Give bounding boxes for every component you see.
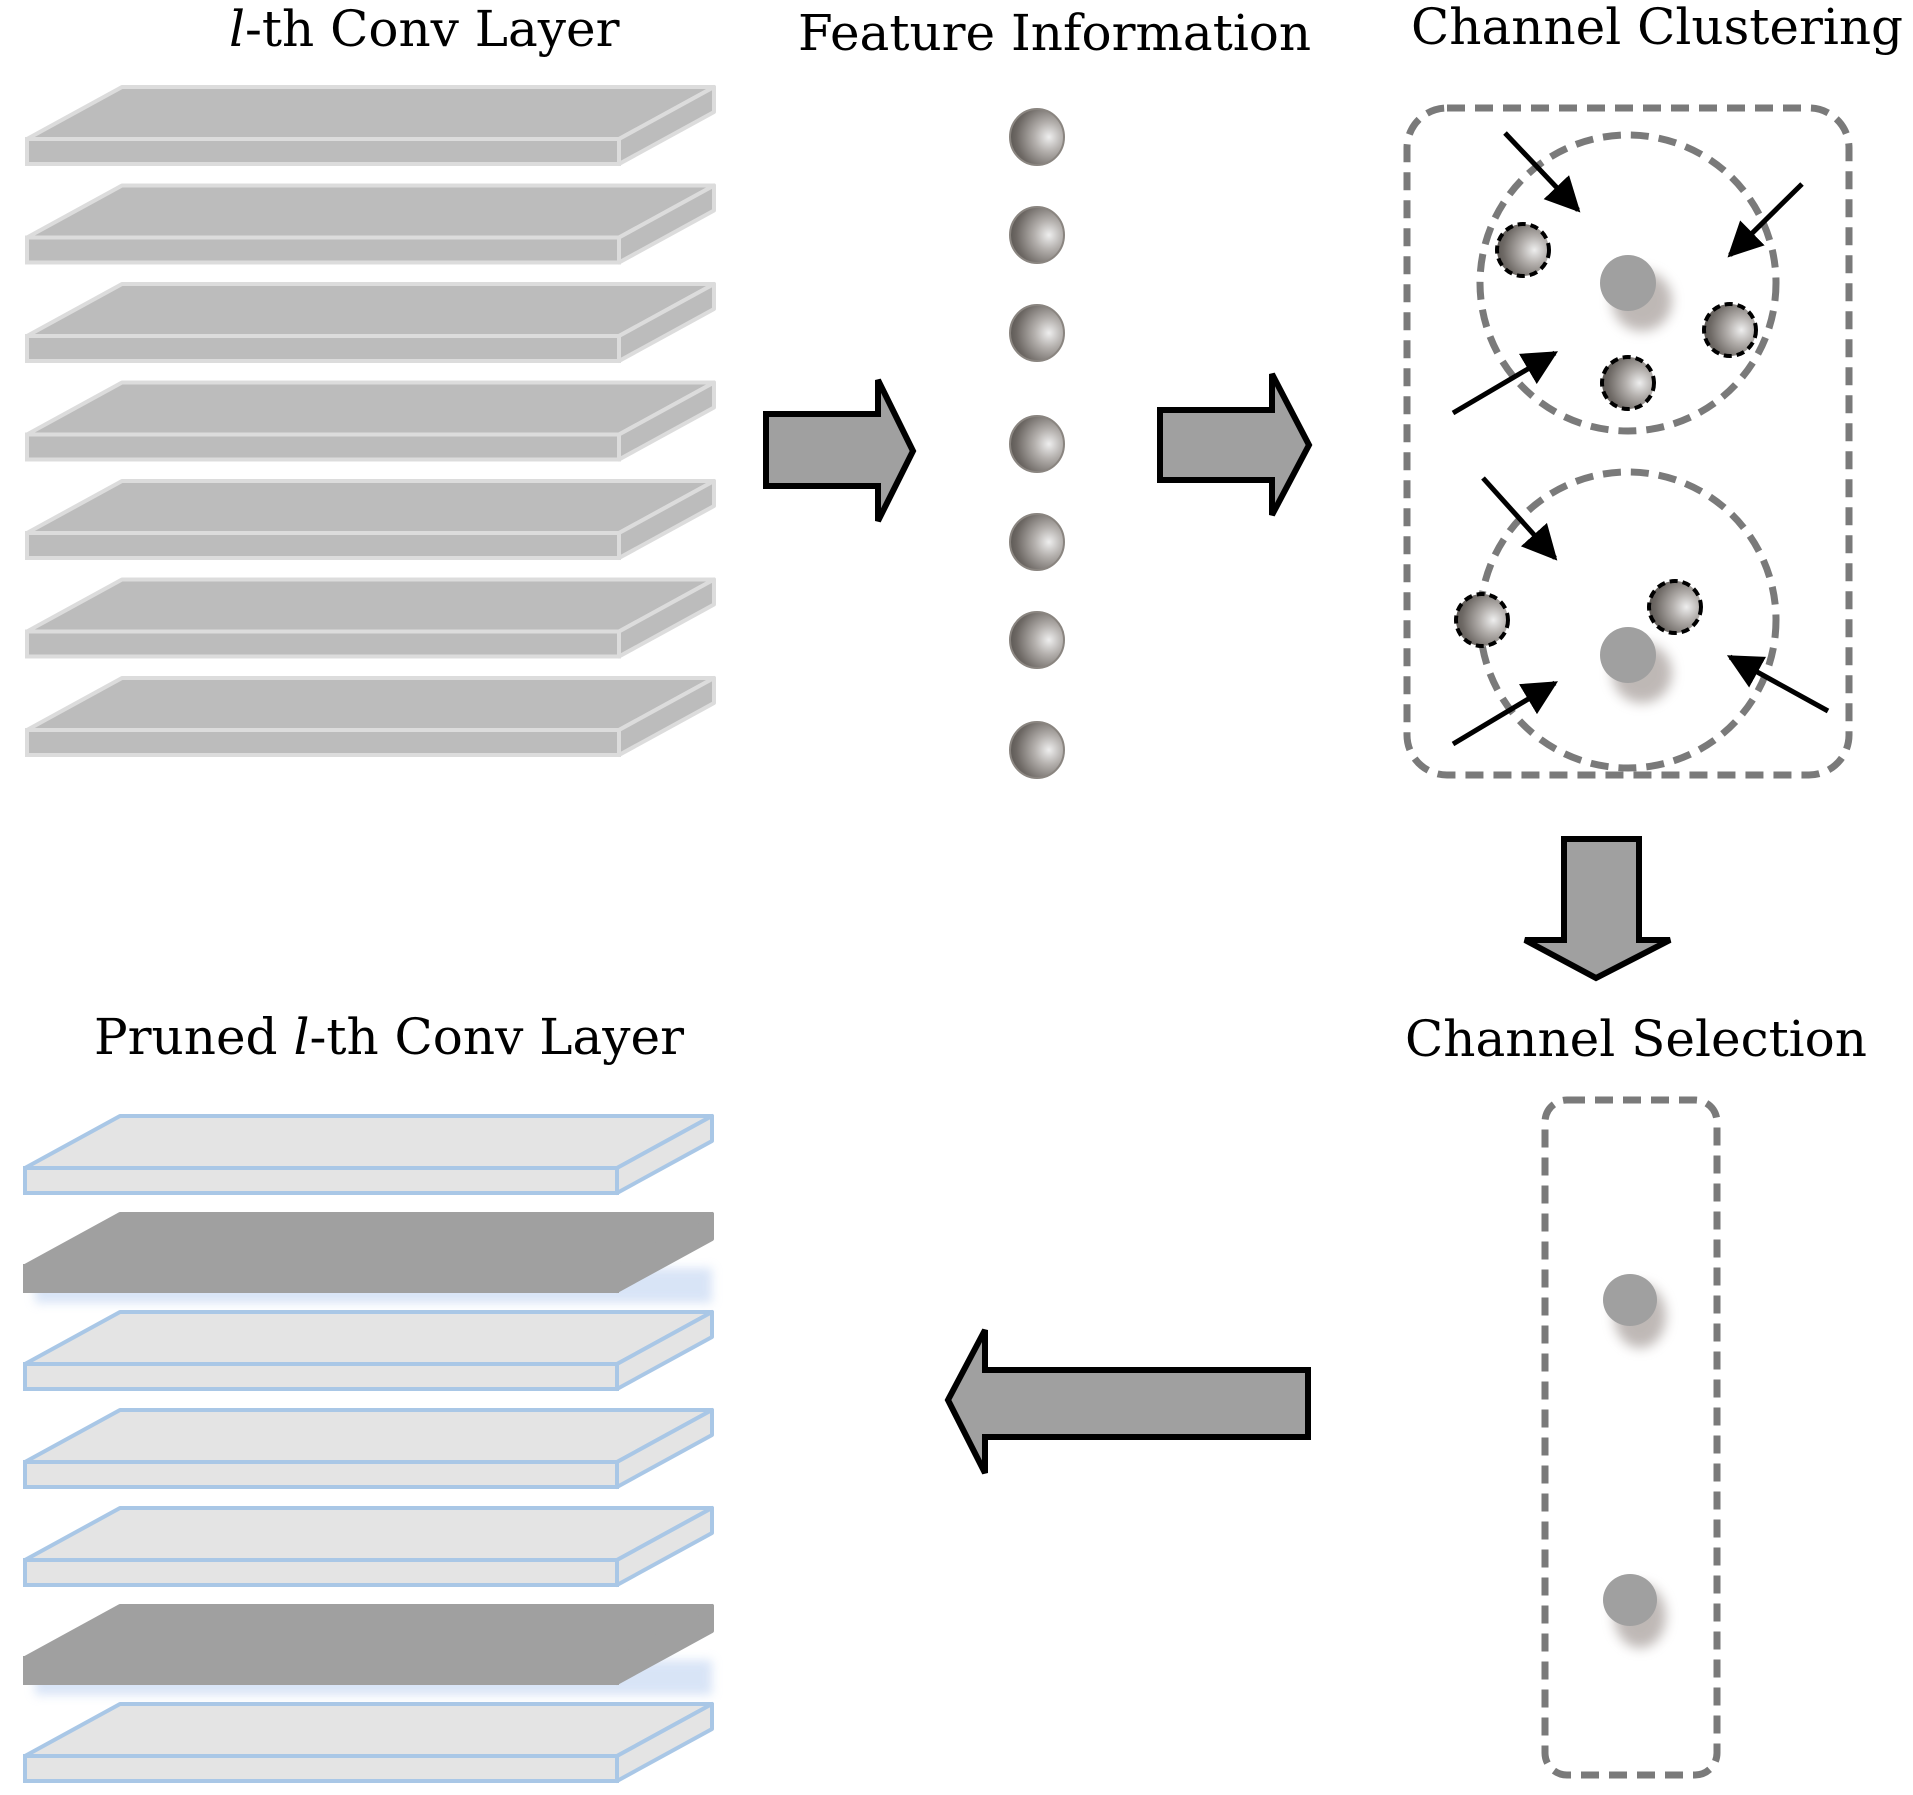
pruned-layer-channel-kept <box>23 1604 714 1695</box>
conv-channel-slab <box>25 479 716 560</box>
pruned-layer-title-text: -th Conv Layer <box>309 1008 684 1066</box>
feature-points <box>1009 108 1065 779</box>
selected-centroid <box>1603 1274 1657 1326</box>
cluster-1 <box>1451 131 1804 435</box>
feature-point <box>1009 415 1065 473</box>
arrow-feature-to-cluster <box>1157 372 1313 517</box>
clustering-arrow <box>1451 680 1559 747</box>
clustering-arrow <box>1481 476 1558 561</box>
conv-channel-slab <box>25 577 716 659</box>
channel-selection-title: Channel Selection <box>1405 1010 1867 1068</box>
pruned-layer-channel-removed <box>23 1408 714 1489</box>
channel-clustering-title: Channel Clustering <box>1411 0 1904 56</box>
cluster-boundary <box>1476 131 1780 435</box>
feature-point <box>1009 721 1065 779</box>
conv-layer-stack <box>25 85 716 757</box>
feature-information-title: Feature Information <box>798 4 1312 62</box>
cluster-member <box>1702 302 1758 358</box>
cluster-member <box>1647 579 1703 635</box>
pruned-layer-title-prefix: Pruned <box>94 1008 294 1066</box>
arrow-selection-to-pruned <box>944 1328 1311 1475</box>
pruned-layer-channel-removed <box>23 1310 714 1391</box>
pruned-layer-channel-kept <box>23 1212 714 1303</box>
conv-channel-slab <box>25 676 716 757</box>
pruned-layer-title-var: l <box>293 1008 310 1066</box>
arrow-cluster-to-selection <box>1523 836 1672 982</box>
arrow-conv-to-feature <box>763 378 917 523</box>
clustering-arrow <box>1451 350 1559 416</box>
conv-layer-title-var: l <box>229 0 245 58</box>
feature-point <box>1009 206 1065 264</box>
cluster-member <box>1495 222 1551 278</box>
clustering-arrow <box>1726 654 1830 714</box>
cluster-box <box>1403 104 1853 779</box>
conv-channel-slab <box>25 380 716 462</box>
cluster-2 <box>1451 468 1830 772</box>
pruned-layer-title: Pruned l-th Conv Layer <box>94 1012 684 1062</box>
cluster-member <box>1454 592 1510 648</box>
selected-centroids <box>1603 1274 1666 1648</box>
pruned-layer-channel-removed <box>23 1702 714 1783</box>
feature-point <box>1009 611 1065 669</box>
conv-channel-slab <box>25 85 716 166</box>
clustering-arrow <box>1503 131 1581 213</box>
clusters <box>1451 131 1830 772</box>
feature-point <box>1009 108 1065 166</box>
conv-layer-title-text: -th Conv Layer <box>245 0 620 58</box>
pruned-layer-channel-removed <box>23 1506 714 1587</box>
pruned-layer-stack <box>23 1114 714 1783</box>
pruned-layer-channel-removed <box>23 1114 714 1195</box>
cluster-boundary <box>1476 468 1780 772</box>
selection-box <box>1541 1096 1721 1779</box>
cluster-member <box>1600 355 1656 411</box>
conv-channel-slab <box>25 183 716 265</box>
clustering-arrow <box>1727 182 1804 258</box>
cluster-centroid <box>1600 627 1656 683</box>
feature-point <box>1009 304 1065 362</box>
feature-point <box>1009 513 1065 571</box>
conv-layer-title: l-th Conv Layer <box>229 4 620 54</box>
selected-centroid <box>1603 1574 1657 1626</box>
conv-channel-slab <box>25 282 716 363</box>
cluster-centroid <box>1600 255 1656 311</box>
